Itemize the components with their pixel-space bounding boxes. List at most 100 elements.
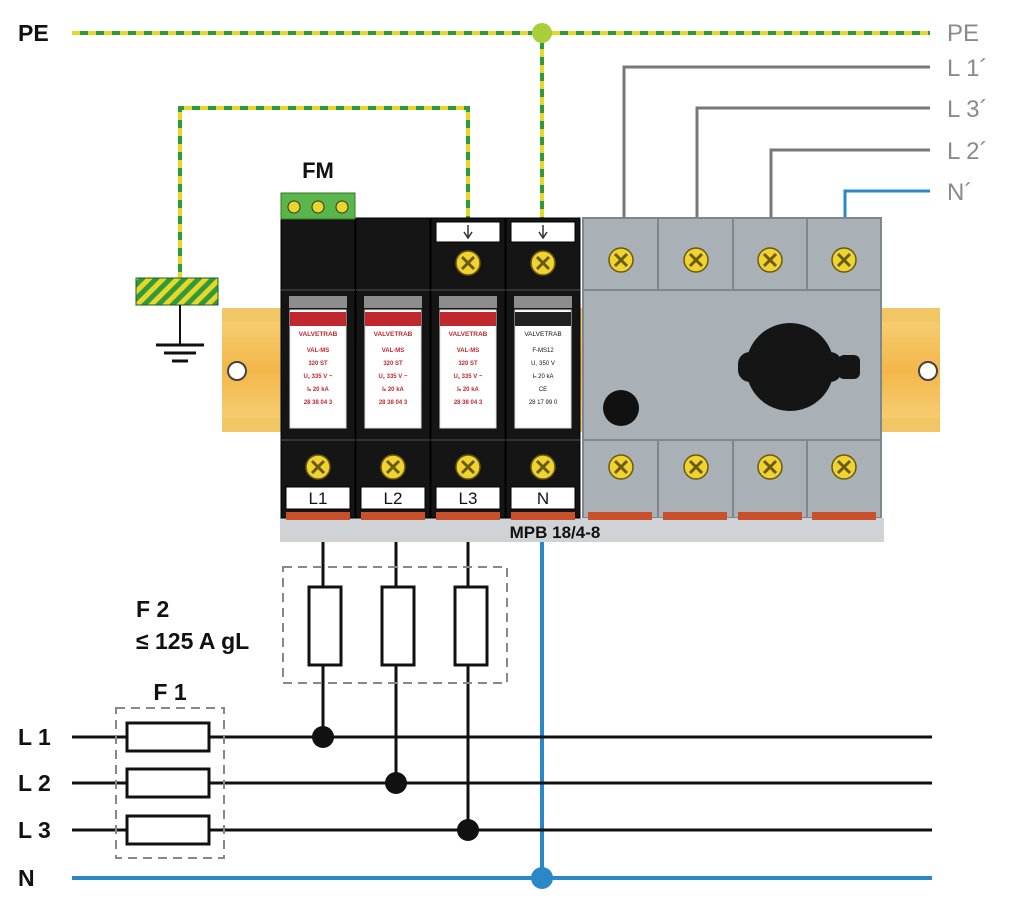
screw-terminal-icon bbox=[683, 247, 709, 273]
ground-symbol-icon bbox=[156, 305, 204, 363]
l3-junction-dot bbox=[457, 819, 479, 841]
terminal-label-l2: L2 bbox=[384, 489, 403, 508]
label-n-right: N´ bbox=[947, 179, 972, 206]
module-spec-line: U꜀ 335 V ~ bbox=[454, 374, 483, 380]
mounting-hole-icon bbox=[918, 361, 938, 381]
module-spec-line: CE bbox=[539, 387, 547, 393]
brand-logo bbox=[440, 312, 496, 326]
pe-earth-loop bbox=[135, 106, 470, 363]
screw-terminal-icon bbox=[530, 250, 556, 276]
pe-bus bbox=[72, 23, 930, 222]
label-l3-left: L 3 bbox=[18, 817, 51, 843]
pe-junction-dot bbox=[532, 23, 552, 43]
arrow-down-icon bbox=[463, 225, 473, 240]
module-spec-line: Iₙ 20 kA bbox=[457, 387, 479, 393]
module-spec-line: Iₙ 20 kA bbox=[307, 387, 329, 393]
fm-contact bbox=[280, 192, 356, 220]
isolator-switch bbox=[582, 217, 882, 519]
terminal-label-n: N bbox=[537, 489, 549, 508]
module-brand: VALVETRAB bbox=[374, 331, 413, 338]
base-tab bbox=[361, 512, 425, 520]
module-brand: VALVETRAB bbox=[299, 331, 338, 338]
module-spec-line: VAL-MS bbox=[457, 348, 480, 354]
module-brand: VALVETRAB bbox=[449, 331, 488, 338]
arrow-down-icon bbox=[538, 225, 548, 240]
base-tab bbox=[511, 512, 575, 520]
fuse-f2-rating: ≤ 125 A gL bbox=[136, 628, 249, 654]
terminal-label-l3: L3 bbox=[459, 489, 478, 508]
module-spec-line: F-MS12 bbox=[532, 348, 554, 354]
screw-terminal-icon bbox=[530, 454, 556, 480]
fuse-f1-label: F 1 bbox=[153, 679, 186, 705]
device-name: MPB 18/4-8 bbox=[510, 523, 601, 542]
screw-terminal-icon bbox=[305, 454, 331, 480]
screw-terminal-icon bbox=[757, 247, 783, 273]
label-pe-left: PE bbox=[18, 20, 49, 46]
rotary-switch-icon bbox=[738, 323, 860, 411]
screw-terminal-icon bbox=[380, 454, 406, 480]
indicator-window bbox=[603, 390, 639, 426]
module-spec-line: 320 ST bbox=[383, 361, 403, 367]
module-brand: VALVETRAB bbox=[524, 331, 561, 338]
brand-logo bbox=[515, 312, 571, 326]
module-spec-line: 28 38 04 3 bbox=[304, 400, 333, 406]
label-l1-left: L 1 bbox=[18, 724, 51, 750]
fuse-f1-l3 bbox=[125, 814, 211, 846]
base-tab bbox=[663, 512, 727, 520]
screw-terminal-icon bbox=[683, 454, 709, 480]
module-spec-line: Iₙ 20 kA bbox=[382, 387, 404, 393]
screw-terminal-icon bbox=[757, 454, 783, 480]
fuse-f2-l3 bbox=[453, 585, 489, 667]
base-tab bbox=[436, 512, 500, 520]
screw-terminal-icon bbox=[455, 454, 481, 480]
module-label-card bbox=[514, 309, 572, 429]
module-spec-line: 28 38 04 3 bbox=[454, 400, 483, 406]
module-spec-line: U꜀ 335 V ~ bbox=[304, 374, 333, 380]
l2-junction-dot bbox=[385, 772, 407, 794]
fuse-f2-l2 bbox=[380, 585, 416, 667]
module-spec-line: VAL-MS bbox=[382, 348, 405, 354]
module-spec-line: 320 ST bbox=[308, 361, 328, 367]
mounting-hole-icon bbox=[227, 361, 247, 381]
l1-junction-dot bbox=[312, 726, 334, 748]
surge-modules: VALVETRAB VAL-MS 320 ST U꜀ 335 V ~ Iₙ 20 kA 2… bbox=[280, 217, 581, 520]
phase-conductors bbox=[72, 542, 932, 841]
screw-terminal-icon bbox=[608, 454, 634, 480]
surge-module-3: VALVETRAB VAL-MS 320 ST U꜀ 335 V ~ Iₙ 20 kA 2… bbox=[430, 217, 506, 520]
screw-terminal-icon bbox=[831, 454, 857, 480]
surge-module-2: VALVETRAB VAL-MS 320 ST U꜀ 335 V ~ Iₙ 20 kA 2… bbox=[355, 217, 431, 520]
module-label-card bbox=[364, 309, 422, 429]
module-spec-line: 28 38 04 3 bbox=[379, 400, 408, 406]
screw-terminal-icon bbox=[831, 247, 857, 273]
base-tab bbox=[286, 512, 350, 520]
module-spec-line: 320 ST bbox=[458, 361, 478, 367]
neutral-junction-dot bbox=[531, 867, 553, 889]
module-spec-line: VAL-MS bbox=[307, 348, 330, 354]
neutral-conductor bbox=[72, 542, 932, 889]
output-lines bbox=[622, 65, 930, 218]
module-spec-line: U꜀ 335 V ~ bbox=[379, 374, 408, 380]
label-n-left: N bbox=[18, 865, 35, 891]
fuse-f1-l1 bbox=[125, 721, 211, 753]
label-l2-left: L 2 bbox=[18, 770, 51, 796]
device-base bbox=[280, 518, 884, 542]
base-tab bbox=[738, 512, 802, 520]
screw-terminal-icon bbox=[455, 250, 481, 276]
module-spec-line: 28 17 99 0 bbox=[529, 400, 558, 406]
brand-logo bbox=[365, 312, 421, 326]
fuse-f1-l2 bbox=[125, 767, 211, 799]
base-tab bbox=[812, 512, 876, 520]
fuse-f2-l1 bbox=[307, 585, 343, 667]
module-label-card bbox=[439, 309, 497, 429]
label-l3-right: L 3´ bbox=[947, 96, 987, 123]
fuse-group-f2 bbox=[282, 566, 508, 684]
label-l1-right: L 1´ bbox=[947, 55, 987, 82]
label-l2-right: L 2´ bbox=[947, 138, 987, 165]
terminal-label-l1: L1 bbox=[309, 489, 328, 508]
module-label-card bbox=[289, 309, 347, 429]
brand-logo bbox=[290, 312, 346, 326]
fuse-group-f1 bbox=[115, 707, 225, 859]
screw-terminal-icon bbox=[608, 247, 634, 273]
